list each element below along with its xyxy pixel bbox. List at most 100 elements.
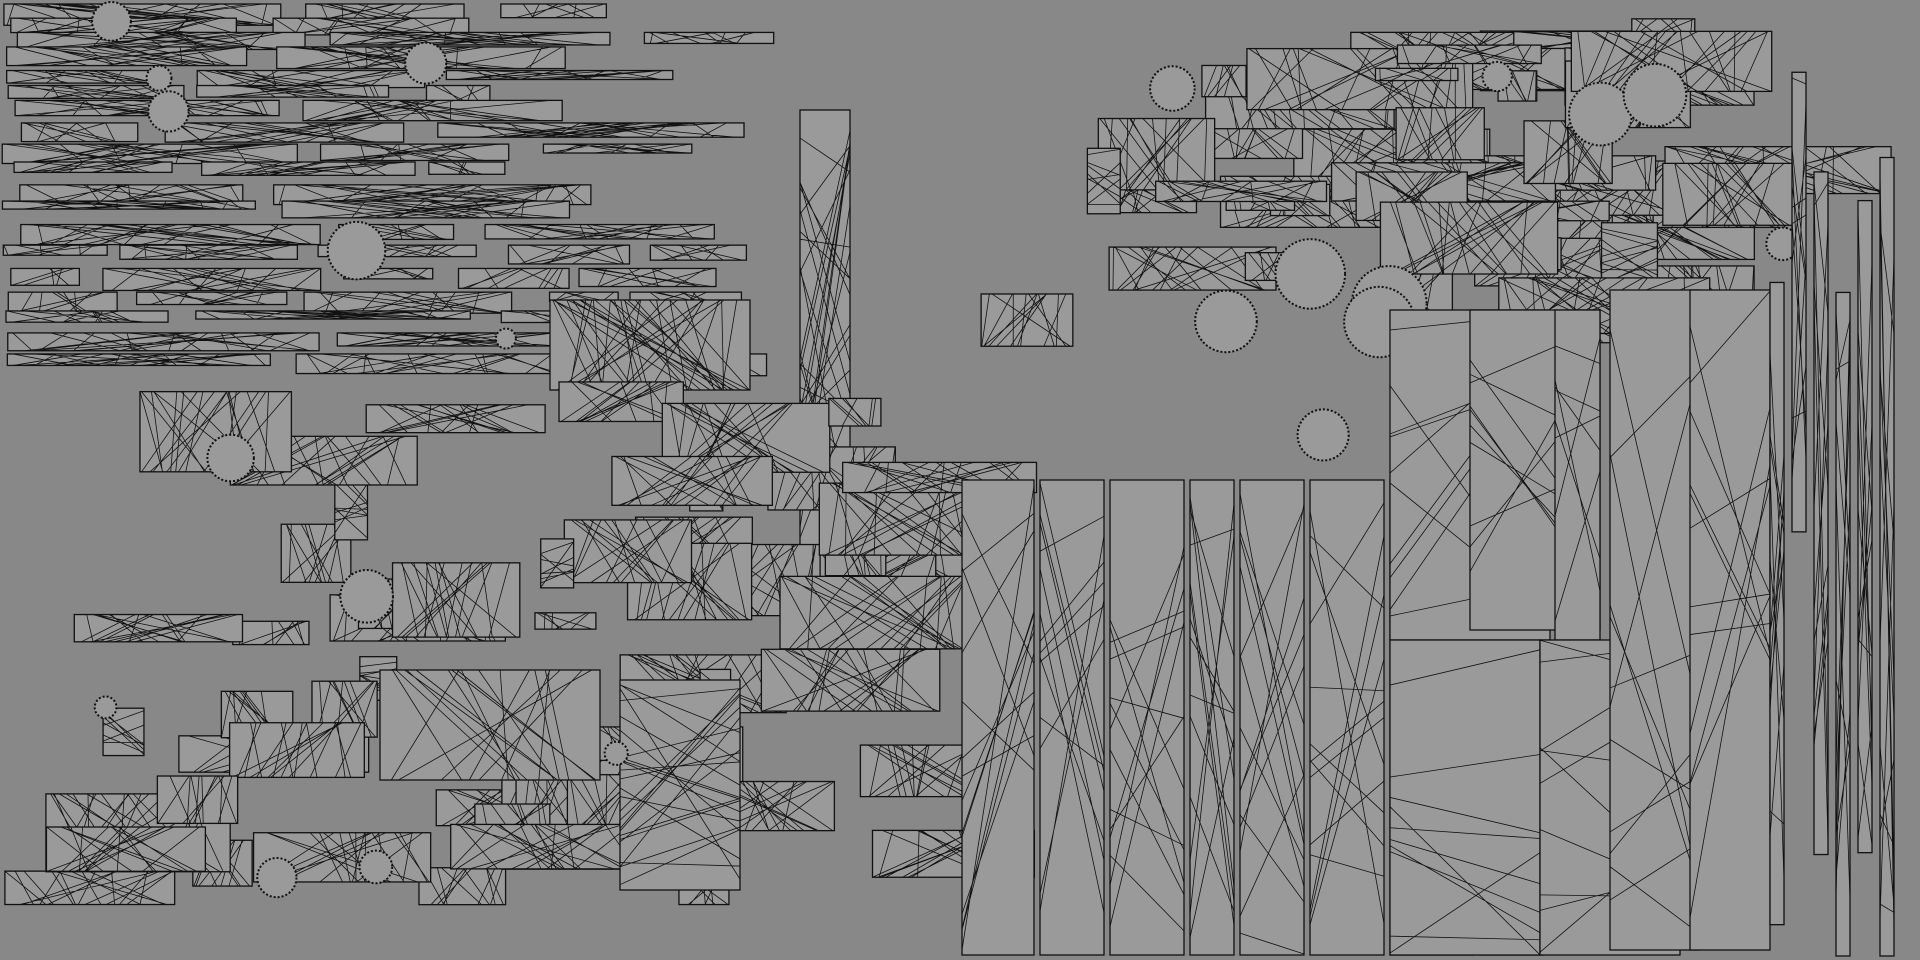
- uv-island: [1155, 180, 1328, 203]
- uv-island: [20, 223, 321, 246]
- uv-island: [1835, 291, 1851, 957]
- uv-island: [1039, 479, 1105, 956]
- uv-island: [5, 310, 169, 323]
- uv-island-circle: [145, 64, 173, 92]
- uv-island-circle: [1296, 408, 1350, 462]
- uv-island: [1189, 479, 1235, 956]
- uv-island: [156, 775, 239, 825]
- uv-island: [1374, 67, 1459, 82]
- uv-island-circle: [93, 695, 118, 720]
- uv-island: [425, 84, 491, 105]
- uv-island: [1662, 162, 1794, 226]
- uv-island: [1689, 289, 1771, 951]
- uv-island: [1389, 639, 1541, 956]
- uv-island: [7, 291, 118, 315]
- uv-island: [418, 867, 507, 906]
- uv-island: [445, 69, 674, 81]
- uv-island: [305, 3, 465, 22]
- uv-island: [302, 99, 563, 122]
- uv-island: [1554, 309, 1601, 641]
- uv-island: [980, 293, 1074, 347]
- uv-island: [611, 455, 774, 506]
- uv-island: [7, 84, 185, 99]
- uv-island-circle: [326, 220, 387, 281]
- uv-island: [1857, 199, 1873, 854]
- uv-island: [649, 244, 748, 261]
- uv-island: [542, 143, 693, 154]
- uv-island-circle: [147, 90, 190, 133]
- uv-island-circle: [1622, 62, 1688, 128]
- uv-island: [196, 84, 390, 98]
- uv-island: [428, 161, 506, 175]
- uv-island: [6, 353, 271, 367]
- uv-island: [1109, 479, 1185, 956]
- uv-island: [4, 870, 176, 906]
- uv-island-circle: [339, 568, 394, 624]
- uv-island: [563, 519, 693, 584]
- uv-island: [102, 707, 145, 757]
- uv-island: [7, 332, 320, 352]
- uv-island: [319, 143, 510, 162]
- uv-island: [619, 679, 741, 891]
- uv-island: [1396, 44, 1542, 65]
- uv-island: [102, 267, 322, 292]
- uv-island: [391, 562, 521, 638]
- uv-island: [1239, 479, 1305, 956]
- uv-island: [828, 397, 882, 427]
- uv-island: [303, 291, 513, 314]
- uv-island: [45, 826, 207, 872]
- uv-island-circle: [603, 740, 629, 766]
- uv-island: [500, 3, 608, 19]
- uv-island-circle: [1274, 238, 1347, 310]
- uv-island: [14, 99, 280, 117]
- uv-island: [119, 244, 299, 260]
- uv-island: [1813, 171, 1829, 856]
- uv-island: [73, 613, 244, 643]
- uv-island: [1395, 107, 1485, 161]
- uv-island: [534, 612, 597, 630]
- uv-island: [164, 122, 405, 143]
- uv-island: [484, 223, 715, 240]
- uv-island: [578, 267, 717, 288]
- uv-island: [16, 31, 306, 51]
- uv-island-circle: [494, 327, 517, 350]
- uv-island-circle: [256, 856, 298, 899]
- uv-island: [549, 299, 751, 391]
- uv-island: [281, 200, 571, 219]
- uv-island: [228, 722, 365, 779]
- uv-island-circle: [358, 849, 394, 885]
- uv-island-circle: [1194, 289, 1258, 354]
- uv-layout-left: [1, 1, 1038, 906]
- uv-island: [450, 823, 646, 870]
- uv-island: [1609, 289, 1701, 951]
- uv-island: [201, 161, 416, 176]
- uv-island: [1, 143, 298, 165]
- uv-island: [1201, 64, 1247, 98]
- uv-island: [1600, 222, 1659, 287]
- uv-island: [295, 353, 562, 375]
- uv-island: [760, 648, 941, 712]
- uv-island: [195, 310, 471, 320]
- uv-island: [1379, 201, 1559, 275]
- uv-island: [1879, 156, 1895, 957]
- uv-island: [379, 669, 601, 781]
- uv-island-circle: [1568, 81, 1633, 147]
- uv-island: [5, 46, 248, 67]
- uv-island: [329, 31, 611, 46]
- uv-island: [507, 244, 631, 265]
- uv-island: [2, 244, 108, 256]
- uv-island: [336, 332, 566, 347]
- uv-island: [1769, 281, 1785, 926]
- uv-island: [779, 575, 972, 650]
- uv-island: [6, 69, 164, 84]
- uv-island: [643, 31, 775, 45]
- uv-island-circle: [404, 41, 448, 85]
- uv-island: [457, 267, 570, 289]
- uv-island: [1, 200, 256, 210]
- uv-island: [437, 122, 745, 138]
- uv-island: [20, 122, 139, 143]
- uv-island: [135, 291, 288, 306]
- uv-island: [365, 404, 546, 434]
- uv-island: [10, 267, 81, 286]
